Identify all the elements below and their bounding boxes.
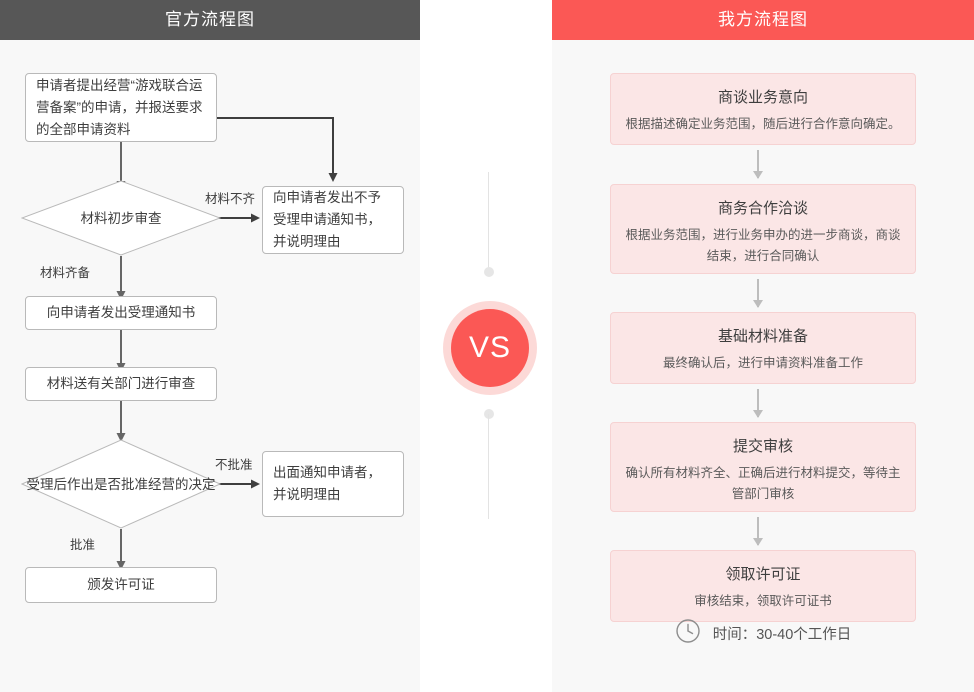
vs-divider: VS (420, 0, 552, 692)
diamond-shape (21, 439, 221, 529)
step-card-title: 提交审核 (732, 438, 793, 455)
step-card-2: 商务合作洽谈 根据业务范围，进行业务申办的进一步商谈，商谈结束，进行合同确认 (610, 184, 916, 274)
step-card-desc: 根据描述确定业务范围，随后进行合作意向确定。 (625, 117, 901, 131)
flow-node-reject-notice: 向申请者发出不予受理申请通知书，并说明理由 (262, 186, 404, 254)
official-panel-title: 官方流程图 (0, 0, 420, 40)
flow-node-text: 出面通知申请者，并说明理由 (273, 465, 381, 502)
edge-label-materials-incomplete: 材料不齐 (205, 192, 256, 206)
processing-time-text: 时间：30-40个工作日 (712, 626, 852, 643)
flow-node-issue-license: 颁发许可证 (25, 567, 217, 603)
edge-label-not-approved: 不批准 (215, 458, 253, 472)
flow-node-department-review: 材料送有关部门进行审查 (25, 367, 217, 401)
step-card-3: 基础材料准备 最终确认后，进行申请资料准备工作 (610, 312, 916, 384)
step-card-title: 商谈业务意向 (717, 89, 808, 106)
vs-badge: VS (443, 301, 537, 395)
step-card-title: 商务合作洽谈 (717, 200, 808, 217)
our-flow-panel: 我方流程图 商谈业务意向 根据描述确定业务范围，随后进行合作意向确定。 商务合作… (552, 0, 974, 692)
step-card-desc: 最终确认后，进行申请资料准备工作 (662, 356, 863, 370)
step-card-title: 领取许可证 (725, 566, 801, 583)
edge-label-approved: 批准 (70, 538, 96, 552)
flow-decision-text: 受理后作出是否批准经营的决定 (26, 476, 216, 492)
our-panel-title: 我方流程图 (552, 0, 974, 40)
flow-node-disapproval-notice: 出面通知申请者，并说明理由 (262, 451, 404, 517)
flow-decision-initial-review: 材料初步审查 (21, 180, 221, 256)
divider-line-bottom (488, 414, 489, 519)
step-arrow-1 (753, 150, 763, 179)
processing-time-row: 时间：30-40个工作日 (552, 618, 974, 648)
flow-node-acceptance-notice: 向申请者发出受理通知书 (25, 296, 217, 330)
official-flowchart: 申请者提出经营“游戏联合运营备案”的申请，并报送要求的全部申请资料 材料初步审查… (0, 40, 420, 692)
flow-decision-text: 材料初步审查 (80, 210, 162, 226)
step-arrow-2 (753, 279, 763, 308)
diamond-shape (21, 180, 221, 256)
step-card-1: 商谈业务意向 根据描述确定业务范围，随后进行合作意向确定。 (610, 73, 916, 145)
edge-label-materials-complete: 材料齐备 (40, 266, 91, 280)
step-card-desc: 根据业务范围，进行业务申办的进一步商谈，商谈结束，进行合同确认 (625, 228, 901, 263)
vs-label: VS (451, 309, 529, 387)
our-flow-steps: 商谈业务意向 根据描述确定业务范围，随后进行合作意向确定。 商务合作洽谈 根据业… (552, 40, 974, 692)
flow-node-text: 材料送有关部门进行审查 (46, 376, 196, 391)
flow-decision-approval: 受理后作出是否批准经营的决定 (21, 439, 221, 529)
divider-dot-top (483, 267, 494, 277)
step-card-4: 提交审核 确认所有材料齐全、正确后进行材料提交，等待主管部门审核 (610, 422, 916, 512)
flow-node-text: 向申请者发出不予受理申请通知书，并说明理由 (273, 190, 381, 249)
step-card-title: 基础材料准备 (717, 328, 808, 345)
flow-node-text: 颁发许可证 (87, 577, 155, 592)
flow-node-application-submit: 申请者提出经营“游戏联合运营备案”的申请，并报送要求的全部申请资料 (25, 73, 217, 142)
step-arrow-4 (753, 517, 763, 546)
divider-line-top (488, 172, 489, 272)
step-card-5: 领取许可证 审核结束，领取许可证书 (610, 550, 916, 622)
step-card-desc: 确认所有材料齐全、正确后进行材料提交，等待主管部门审核 (625, 466, 901, 501)
clock-icon (675, 618, 701, 648)
official-flow-panel: 官方流程图 (0, 0, 420, 692)
step-card-desc: 审核结束，领取许可证书 (694, 594, 832, 608)
flow-node-text: 向申请者发出受理通知书 (46, 305, 196, 320)
flow-node-text: 申请者提出经营“游戏联合运营备案”的申请，并报送要求的全部申请资料 (36, 77, 203, 137)
step-arrow-3 (753, 389, 763, 418)
